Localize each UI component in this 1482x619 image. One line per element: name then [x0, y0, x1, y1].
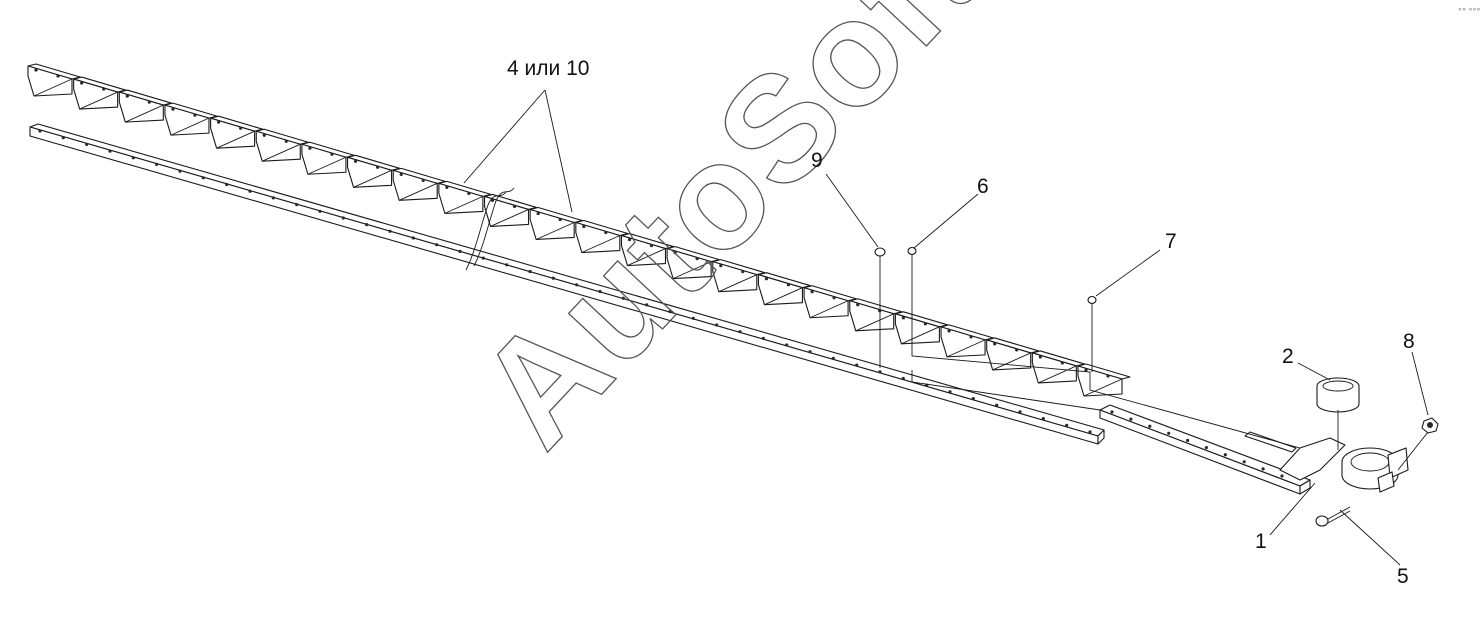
rivet-7 [1087, 295, 1097, 372]
knife-head-clamp [1341, 447, 1409, 493]
bushing-2 [1316, 377, 1360, 413]
assembly-lines [911, 318, 1429, 471]
knife-section [529, 206, 583, 241]
knife-section [392, 167, 446, 201]
bolt-5 [1315, 506, 1351, 527]
knife-section [483, 193, 538, 227]
knife-section [1031, 350, 1085, 384]
knife-section [1077, 363, 1131, 397]
knife-section [301, 141, 355, 175]
knife-section [27, 63, 81, 97]
callout-5: 5 [1397, 565, 1409, 588]
nut-8 [1421, 417, 1439, 434]
knife-section [118, 89, 172, 123]
rivet-9 [874, 247, 886, 368]
knife-section [210, 115, 264, 149]
knife-section [712, 259, 766, 293]
callout-6: 6 [977, 175, 989, 198]
knife-section [803, 285, 857, 319]
callout-9: 9 [811, 149, 823, 172]
corner-mark: °° °°° [1458, 7, 1481, 16]
knife-section [347, 154, 401, 188]
knife-section [986, 337, 1040, 371]
knife-sections-row [27, 63, 1131, 397]
knife-section [438, 180, 492, 214]
callout-4-or-10: 4 или 10 [507, 57, 589, 80]
knife-back-bar [29, 123, 1105, 445]
knife-section [164, 102, 218, 136]
knife-section [73, 76, 127, 110]
knife-section [894, 311, 948, 345]
leader-lines [463, 89, 1429, 566]
knife-section [757, 272, 811, 306]
rivet-6 [907, 246, 917, 318]
knife-section [849, 298, 903, 332]
callout-1: 1 [1255, 530, 1267, 553]
callout-8: 8 [1403, 330, 1415, 353]
break-marks [465, 187, 515, 271]
knife-section [575, 219, 629, 254]
callout-7: 7 [1165, 230, 1177, 253]
knife-head-bar [1099, 404, 1346, 495]
knife-section [940, 324, 994, 358]
callout-2: 2 [1282, 345, 1294, 368]
knife-section [255, 128, 309, 162]
